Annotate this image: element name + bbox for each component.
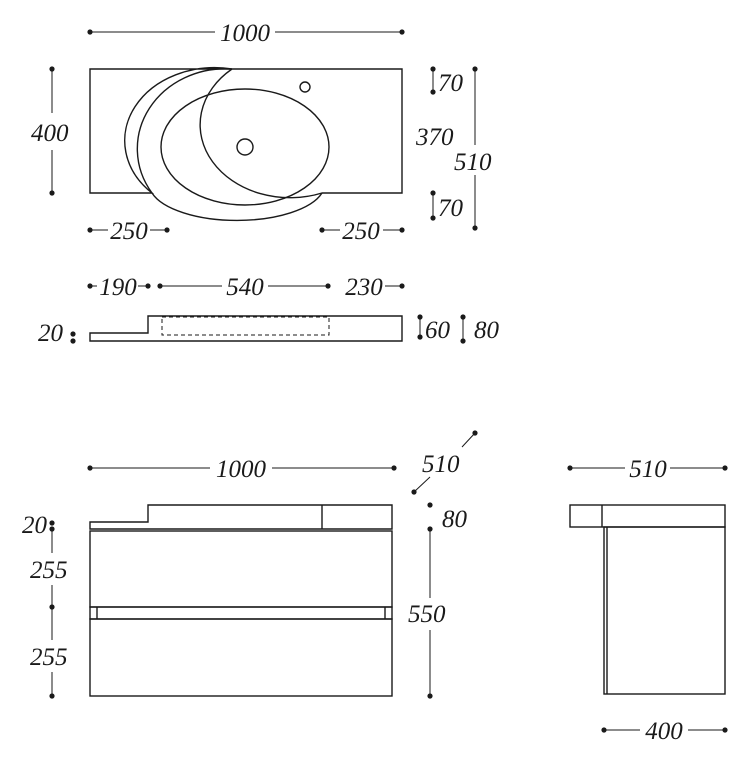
dim-dot: [399, 29, 405, 35]
dim-dot: [430, 215, 436, 221]
dim-dot: [472, 225, 478, 231]
drawer-top-label: 255: [30, 557, 68, 584]
dim-dot: [70, 331, 76, 337]
right-bottom-label: 70: [438, 195, 464, 222]
dim-dot: [722, 465, 728, 471]
dim-dot: [417, 334, 423, 340]
dim-dot: [87, 29, 93, 35]
basin-depth-label: 60: [425, 317, 451, 344]
basin-top-outline: [89, 66, 403, 199]
right-top-label: 70: [438, 70, 464, 97]
side-top-slab: [569, 504, 726, 528]
section-left-label: 190: [99, 274, 137, 301]
top-view: 1000 400 70 370 70 510 250 250: [31, 20, 492, 245]
side-body-depth-label: 400: [645, 718, 683, 745]
dim-dot: [49, 190, 55, 196]
left-offset-label: 250: [110, 218, 148, 245]
dim-dot: [430, 89, 436, 95]
dim-dot: [567, 465, 573, 471]
total-height-label: 80: [474, 317, 500, 344]
top-width-label: 1000: [220, 20, 271, 47]
front-top-thickness-label: 80: [442, 506, 468, 533]
dim-dot: [49, 693, 55, 699]
depth-diagonal-dim-line: [413, 476, 431, 493]
dim-dot: [87, 283, 93, 289]
dim-dot: [430, 190, 436, 196]
front-width-label: 1000: [216, 456, 267, 483]
dim-dot: [411, 489, 417, 495]
front-step-label: 20: [22, 512, 48, 539]
dim-dot: [49, 66, 55, 72]
lower-drawer: [89, 618, 393, 697]
section-step-label: 20: [38, 320, 64, 347]
dim-dot: [319, 227, 325, 233]
dim-dot: [325, 283, 331, 289]
dim-dot: [722, 727, 728, 733]
section-mid-label: 540: [226, 274, 264, 301]
top-height-label: 400: [31, 120, 69, 147]
dim-dot: [70, 338, 76, 344]
side-top-depth-label: 510: [629, 456, 667, 483]
front-top-outline: [89, 504, 393, 530]
dim-dot: [417, 314, 423, 320]
dim-dot: [391, 465, 397, 471]
right-offset-label: 250: [342, 218, 380, 245]
upper-drawer: [89, 530, 393, 608]
dim-dot: [164, 227, 170, 233]
cabinet-height-label: 550: [408, 601, 446, 628]
dim-dot: [49, 520, 55, 526]
side-view: 510 400: [567, 456, 728, 745]
basin-hollow-dashed: [161, 316, 330, 336]
dim-dot: [399, 227, 405, 233]
drain-hole: [236, 138, 254, 156]
dim-dot: [460, 314, 466, 320]
dim-dot: [601, 727, 607, 733]
dim-dot: [472, 430, 478, 436]
basin-bowl-rim: [136, 68, 323, 222]
section-right-label: 230: [345, 274, 383, 301]
dim-dot: [87, 465, 93, 471]
section-outline: [89, 315, 403, 342]
front-depth-label: 510: [422, 451, 460, 478]
side-cabinet-body: [603, 526, 726, 695]
basin-bowl: [160, 88, 330, 206]
dim-dot: [157, 283, 163, 289]
right-total-label: 510: [454, 149, 492, 176]
tap-hole: [299, 81, 311, 93]
drawer-bottom-label: 255: [30, 644, 68, 671]
dim-dot: [427, 693, 433, 699]
section-view: 190 540 230 20 60 80: [38, 274, 500, 347]
dim-dot: [145, 283, 151, 289]
dim-dot: [472, 66, 478, 72]
right-mid-label: 370: [415, 124, 454, 151]
dim-dot: [87, 227, 93, 233]
drawer-handle-gap: [89, 606, 393, 620]
dim-dot: [460, 338, 466, 344]
front-view: 1000 510 80 20 255 255 550: [22, 430, 478, 699]
depth-diagonal-dim-line-2: [461, 432, 476, 448]
dim-dot: [399, 283, 405, 289]
dim-dot: [427, 502, 433, 508]
dim-dot: [430, 66, 436, 72]
